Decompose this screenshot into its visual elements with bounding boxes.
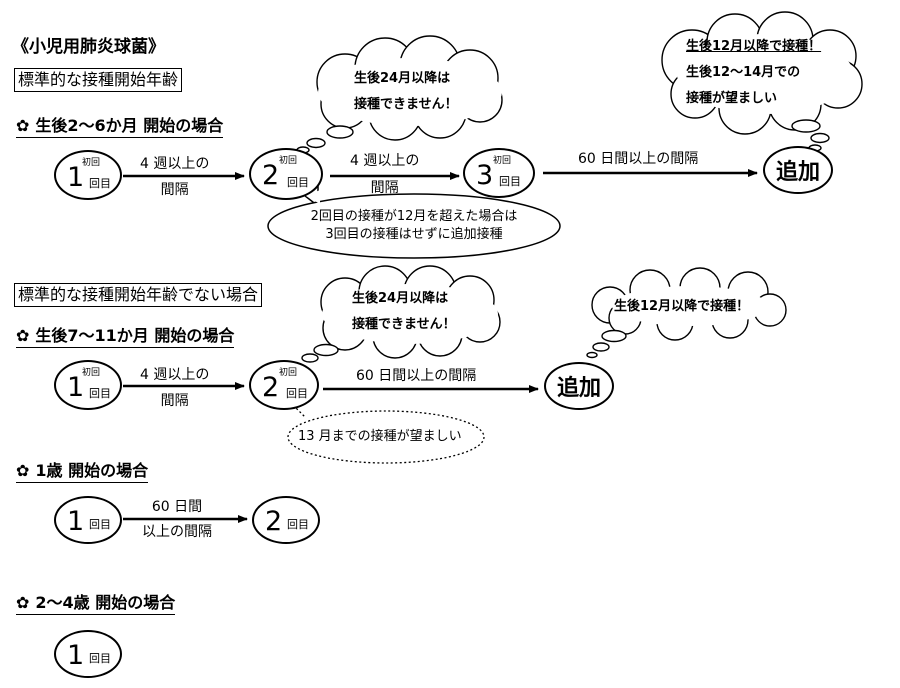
interval-line-2: 間隔	[160, 182, 189, 198]
section-label: 生後7～11か月 開始の場合	[35, 326, 235, 345]
cloud-line-1: 生後24月以降は	[352, 291, 449, 306]
thought-cloud-12m	[661, 11, 863, 152]
section-7-11-months: ✿ 生後7～11か月 開始の場合	[16, 322, 235, 348]
thought-cloud-24m	[296, 35, 503, 154]
dose-booster: 追加	[763, 146, 833, 194]
dose-1-row3: 1 回目	[54, 496, 122, 544]
dose-unit: 回目	[89, 652, 111, 665]
note-13m-text: 13 月までの接種が望ましい	[298, 429, 462, 444]
interval-60d-label-row3: 60 日間 以上の間隔	[142, 498, 212, 542]
dose-booster-row2: 追加	[544, 362, 614, 410]
interval-4w-label-row2: 4 週以上の 間隔	[140, 366, 209, 411]
cloud-line-2: 生後12～14月での	[686, 65, 801, 80]
cloud-line-1: 生後12月以降で接種！	[614, 299, 750, 314]
cloud-line-3: 接種が望ましい	[686, 91, 778, 106]
interval-line-1: 4 週以上の	[350, 153, 420, 169]
dose-number: 1	[67, 162, 85, 193]
note-line-2: 3回目の接種はせずに追加接種	[325, 227, 503, 242]
dose-unit: 回目	[287, 518, 309, 531]
section-1-year: ✿ 1歳 開始の場合	[16, 457, 149, 483]
dose-unit: 回目	[499, 175, 521, 188]
interval-4w-label: 4 週以上の 間隔	[140, 155, 209, 200]
dose-number: 1	[67, 506, 85, 537]
note-bubble-13m	[287, 401, 485, 464]
dose-number: 1	[67, 640, 85, 671]
cloud-12m-row2-text: 生後12月以降で接種！	[614, 294, 749, 320]
first-label: 初回	[82, 158, 101, 168]
dose-unit: 回目	[287, 176, 309, 189]
first-label: 初回	[82, 368, 101, 378]
cloud-12m-text: 生後12月以降で接種！ 生後12～14月での 接種が望ましい	[686, 34, 821, 112]
cloud-line-1: 生後12月以降で接種！	[686, 39, 822, 54]
interval-line-1: 60 日間	[151, 499, 203, 515]
section-2-6-months: ✿ 生後2～6か月 開始の場合	[16, 112, 224, 138]
cloud-line-2: 接種できません！	[354, 97, 458, 112]
dose-unit: 回目	[89, 177, 111, 190]
interval-4w-label-2: 4 週以上の 間隔	[350, 152, 419, 198]
first-label: 初回	[279, 156, 298, 166]
cloud-24m-row2-text: 生後24月以降は 接種できません！	[352, 286, 456, 338]
dose-number: 3	[476, 160, 494, 191]
section-label: 1歳 開始の場合	[35, 461, 149, 480]
cloud-24m-text: 生後24月以降は 接種できません！	[354, 66, 458, 118]
dose-number: 2	[262, 372, 280, 403]
dose-2-row2: 初回 2 回目	[249, 360, 319, 410]
dose-unit: 回目	[89, 387, 111, 400]
cloud-line-2: 接種できません！	[352, 317, 456, 332]
dose-number: 2	[262, 160, 280, 191]
flower-icon: ✿	[16, 593, 30, 612]
section-label: 生後2～6か月 開始の場合	[35, 116, 224, 135]
interval-60d-label: 60 日間以上の間隔	[578, 151, 699, 167]
page-title: 《小児用肺炎球菌》	[12, 37, 165, 57]
interval-line-1: 4 週以上の	[140, 156, 210, 172]
section-label: 2～4歳 開始の場合	[35, 593, 176, 612]
interval-line-1: 4 週以上の	[140, 367, 210, 383]
flower-icon: ✿	[16, 326, 30, 345]
interval-60d-label-row2: 60 日間以上の間隔	[356, 368, 477, 384]
thought-cloud-12m-row2	[586, 267, 787, 359]
note-line-1: 2回目の接種が12月を超えた場合は	[310, 209, 518, 224]
dose-1-row2: 初回 1 回目	[54, 360, 122, 410]
nonstandard-age-box: 標準的な接種開始年齢でない場合	[14, 283, 263, 307]
interval-line-2: 間隔	[160, 393, 189, 409]
dose-3: 初回 3 回目	[463, 148, 535, 198]
dose-2: 初回 2 回目	[249, 148, 323, 200]
interval-line-2: 以上の間隔	[142, 524, 212, 540]
first-label: 初回	[493, 156, 512, 166]
dose-1: 初回 1 回目	[54, 150, 122, 200]
section-2-4-years: ✿ 2～4歳 開始の場合	[16, 589, 176, 615]
thought-cloud-24m-row2	[301, 265, 501, 363]
interval-line-2: 間隔	[370, 180, 399, 196]
standard-age-box: 標準的な接種開始年齢	[14, 68, 183, 92]
dose-1-row4: 1 回目	[54, 630, 122, 678]
dose-unit: 回目	[89, 518, 111, 531]
flower-icon: ✿	[16, 461, 30, 480]
flower-icon: ✿	[16, 116, 30, 135]
december-note-text: 2回目の接種が12月を超えた場合は 3回目の接種はせずに追加接種	[282, 208, 546, 244]
dose-number: 2	[265, 506, 283, 537]
cloud-line-1: 生後24月以降は	[354, 71, 451, 86]
dose-unit: 回目	[286, 387, 308, 400]
dose-2-row3: 2 回目	[252, 496, 320, 544]
first-label: 初回	[279, 368, 298, 378]
dose-number: 1	[67, 372, 85, 403]
